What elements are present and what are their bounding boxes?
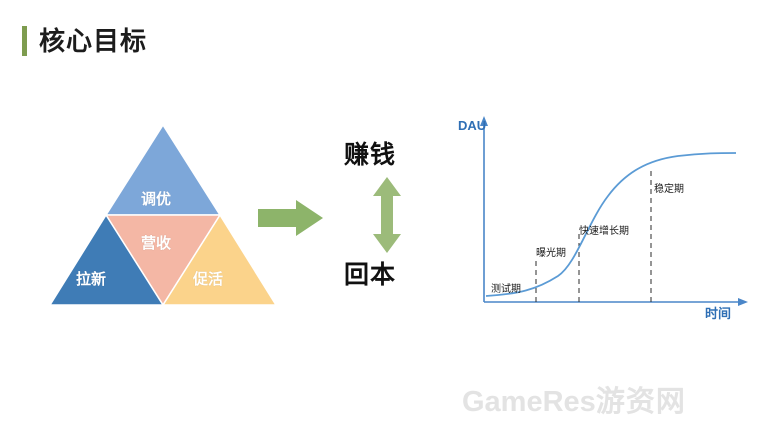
triangle-segment-bottom-right <box>162 213 277 305</box>
chart-svg <box>480 116 748 306</box>
title-accent-bar <box>22 26 27 56</box>
green-double-arrow-icon <box>373 177 401 253</box>
triangle-diagram: 调优 营收 拉新 促活 <box>48 120 278 305</box>
chart-phase-label-4: 稳定期 <box>654 184 684 195</box>
title-text: 核心目标 <box>39 26 148 56</box>
watermark-text-cn: 游资网 <box>595 386 686 418</box>
chart-x-axis-arrowhead <box>738 298 748 306</box>
goal-block: 赚钱 回本 <box>340 135 450 295</box>
chart-y-axis-arrowhead <box>480 116 488 126</box>
green-right-arrow-icon <box>258 200 323 236</box>
triangle-label-bottom-right: 促活 <box>193 271 224 288</box>
triangle-shape-group <box>49 123 277 305</box>
watermark: GameRes游资网 <box>462 378 686 420</box>
triangle-label-bottom-left: 拉新 <box>76 271 107 288</box>
watermark-text-en: GameRes <box>462 386 596 418</box>
triangle-label-top: 调优 <box>141 191 172 208</box>
chart-phase-label-3: 快速增长期 <box>579 226 629 237</box>
chart-phase-label-1: 测试期 <box>491 284 521 295</box>
goal-text-bottom: 回本 <box>344 261 397 289</box>
page-title: 核心目标 <box>22 26 147 56</box>
triangle-label-middle: 营收 <box>141 235 172 252</box>
chart-growth-curve <box>485 152 737 297</box>
chart-y-axis-label: DAU <box>458 118 487 133</box>
dau-growth-chart: DAU 时间 测试期 曝光期 快速增长期 稳定期 <box>448 110 758 340</box>
chart-phase-label-2: 曝光期 <box>536 248 566 259</box>
goal-text-top: 赚钱 <box>344 141 397 169</box>
triangle-segment-bottom-left <box>49 213 164 305</box>
chart-x-axis-label: 时间 <box>705 306 732 321</box>
